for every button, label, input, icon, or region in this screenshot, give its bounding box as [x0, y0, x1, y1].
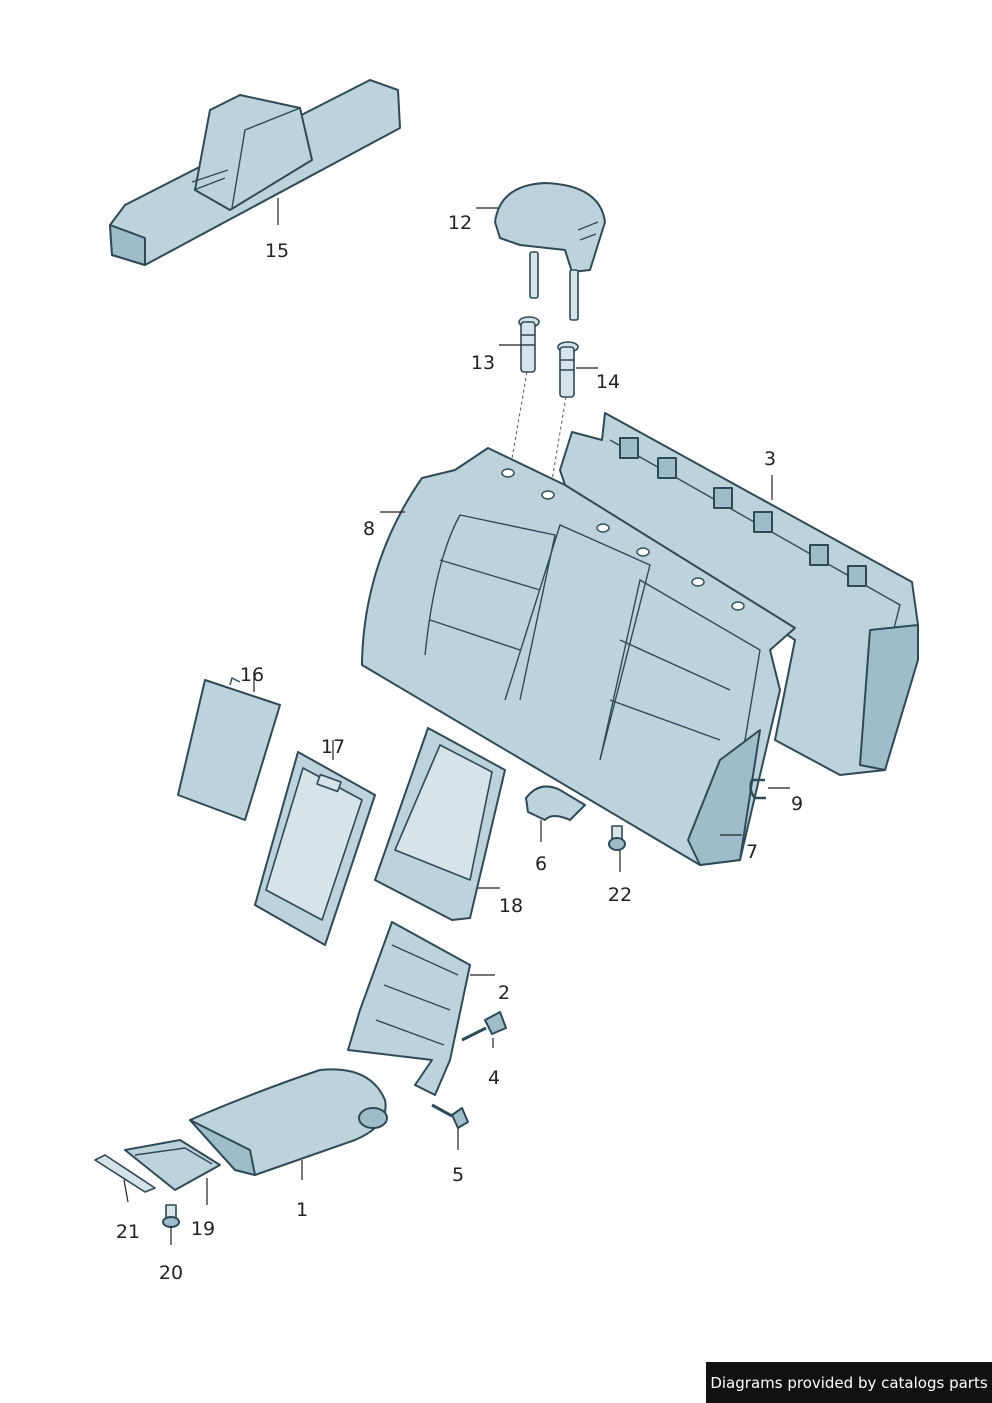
part-8-backrest-cushion [361, 447, 796, 866]
part-9-clip [749, 778, 766, 800]
part-12-headrest [494, 182, 606, 321]
callout-7: 7 [746, 841, 758, 863]
callout-15: 15 [265, 240, 289, 262]
callout-16: 16 [240, 664, 264, 686]
part-18-armrest-housing [374, 727, 506, 921]
leader-lines [123, 198, 790, 1245]
part-15-armrest-bar [109, 79, 401, 266]
attribution-text: Diagrams provided by catalogs parts [710, 1373, 988, 1392]
part-16-cover-panel [177, 676, 281, 821]
part-22-bolt [608, 825, 626, 851]
callout-4: 4 [488, 1067, 500, 1089]
attribution-banner: Diagrams provided by catalogs parts [706, 1362, 992, 1403]
callout-22: 22 [608, 884, 632, 906]
part-1-armrest [189, 1068, 388, 1176]
callout-17: 17 [321, 736, 345, 758]
dashed-guide-line [509, 371, 567, 493]
callout-19: 19 [191, 1218, 215, 1240]
callout-14: 14 [596, 371, 620, 393]
part-20-bolt [162, 1204, 180, 1228]
callout-18: 18 [499, 895, 523, 917]
callout-8: 8 [363, 518, 375, 540]
callout-1: 1 [296, 1199, 308, 1221]
part-19-tray-insert [124, 1139, 221, 1191]
part-17-frame-panel [254, 751, 376, 946]
part-13-guide-sleeve [518, 316, 540, 373]
part-2-hinge-bracket [347, 921, 471, 1096]
part-5-screw [431, 1103, 469, 1129]
callout-21: 21 [116, 1221, 140, 1243]
callout-3: 3 [764, 448, 776, 470]
part-4-screw [461, 1011, 507, 1042]
part-6-bracket [525, 785, 586, 821]
callout-6: 6 [535, 853, 547, 875]
callout-9: 9 [791, 793, 803, 815]
part-14-guide-sleeve [557, 341, 579, 398]
callout-2: 2 [498, 982, 510, 1004]
callout-13: 13 [471, 352, 495, 374]
callout-12: 12 [448, 212, 472, 234]
callout-20: 20 [159, 1262, 183, 1284]
part-21-gasket [94, 1154, 156, 1193]
callout-5: 5 [452, 1164, 464, 1186]
